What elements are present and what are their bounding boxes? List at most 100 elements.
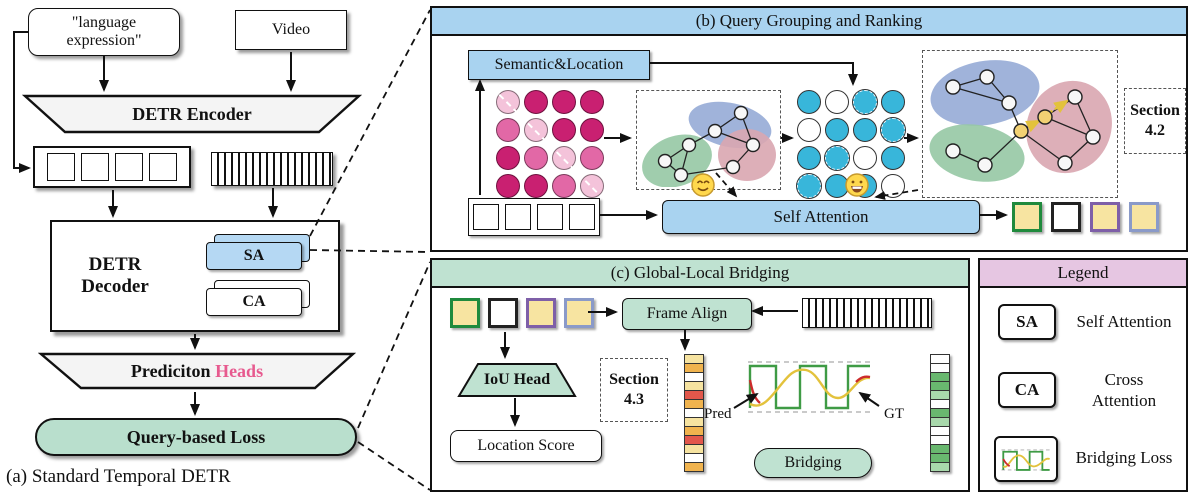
semantic-location-box: Semantic&Location [468,50,650,80]
query-token-row-b [468,198,600,236]
prediction-heads-word: Prediciton [130,360,211,381]
grid-dot [797,174,821,198]
query-token [473,204,499,230]
panel-c-title: (c) Global-Local Bridging [432,260,968,288]
section-label: Section [609,371,659,388]
legend-sa-chip: SA [998,304,1056,340]
section-4-2-box: Section 4.2 [1124,88,1186,154]
frame-align-label: Frame Align [646,305,728,322]
grid-dot [825,90,849,114]
grouped-cluster-illustration [929,60,1112,182]
section-4-3-box: Section 4.3 [600,358,668,422]
section-number: 4.2 [1145,122,1165,139]
detr-encoder-label: DETR Encoder [132,103,252,124]
grid-dot [580,146,604,170]
detr-encoder-trapezoid: DETR Encoder [21,94,363,134]
frame-align-box: Frame Align [622,298,752,330]
grid-dot [524,90,548,114]
legend-bridging-chip [994,436,1058,482]
panel-b: (b) Query Grouping and Ranking Semantic&… [430,6,1188,252]
grid-dot [552,146,576,170]
grid-dot [853,118,877,142]
query-token [81,153,109,181]
grid-dot [825,118,849,142]
grid-dot [853,90,877,114]
query-square [526,298,556,328]
grid-dot [797,118,821,142]
location-grid [797,90,905,198]
panel-b-title: (b) Query Grouping and Ranking [432,8,1186,36]
sa-label: SA [243,247,265,264]
semantic-cluster-graph [636,90,781,190]
section-label: Section [1130,102,1180,119]
grid-dot [552,90,576,114]
bridging-box: Bridging [754,448,872,478]
grid-dot [524,146,548,170]
input-query-squares [450,298,594,328]
video-feature-strip-c [802,298,932,328]
legend-ca-symbol: CA [1014,380,1040,399]
query-based-loss-label: Query-based Loss [126,426,266,447]
legend-sa-label: Self Attention [1076,312,1172,332]
semantic-grid-diagonal [496,90,604,198]
bridging-loss-icon [1001,449,1051,471]
query-token [149,153,177,181]
detr-decoder-label: DETR Decoder [81,254,149,297]
query-square [564,298,594,328]
smiling-face-icon [691,173,715,197]
legend-ca-chip: CA [998,372,1056,408]
grid-dot [524,118,548,142]
query-token [505,204,531,230]
semantic-location-label: Semantic&Location [494,56,624,73]
legend-title: Legend [980,260,1186,288]
query-token [115,153,143,181]
prediction-heads-trapezoid: Prediciton Heads [37,352,357,390]
self-attention-label: Self Attention [773,207,869,226]
query-token [569,204,595,230]
grid-dot [881,90,905,114]
bridging-curve-plot [748,361,872,413]
legend-bridging-label: Bridging Loss [1075,448,1173,468]
query-square [1090,202,1120,232]
language-expression-box: "language expression" [28,8,180,56]
query-square [488,298,518,328]
grid-dot [825,146,849,170]
self-attention-box: Self Attention [662,200,980,234]
grid-dot [797,146,821,170]
legend-panel: Legend SA Self Attention CA Cross Attent… [978,258,1188,492]
pred-label: Pred [704,406,732,422]
location-score-label: Location Score [477,437,575,454]
panel-c: (c) Global-Local Bridging Frame Align Io… [430,258,970,492]
grid-dot [825,174,849,198]
query-square [1012,202,1042,232]
bridging-label: Bridging [784,454,842,471]
ranked-query-squares [1012,202,1159,232]
grid-dot [881,118,905,142]
grid-dot [580,174,604,198]
ca-label: CA [242,293,266,310]
section-number: 4.3 [624,391,644,408]
pred-score-column [684,354,704,472]
location-score-box: Location Score [450,430,602,462]
iou-head-trapezoid: IoU Head [457,362,577,398]
grid-dot [881,146,905,170]
semantic-cluster-illustration [642,101,776,188]
query-token [537,204,563,230]
grid-dot [524,174,548,198]
grouped-cluster-graph [922,50,1118,198]
grid-dot [580,118,604,142]
iou-head-shape [457,363,577,397]
query-token [47,153,75,181]
score-cell [684,462,704,472]
query-based-loss-box: Query-based Loss [35,418,357,456]
query-token-row-a [33,146,191,188]
heads-word-pink: Heads [215,360,264,381]
connector-loss-to-panel-c-top [357,261,431,429]
connector-loss-to-panel-c-bottom [357,441,431,491]
grinning-face-icon [845,173,869,197]
prediction-heads-label: Prediciton Heads [38,352,356,390]
grid-dot [496,174,520,198]
video-label: Video [271,21,311,38]
query-square [1051,202,1081,232]
